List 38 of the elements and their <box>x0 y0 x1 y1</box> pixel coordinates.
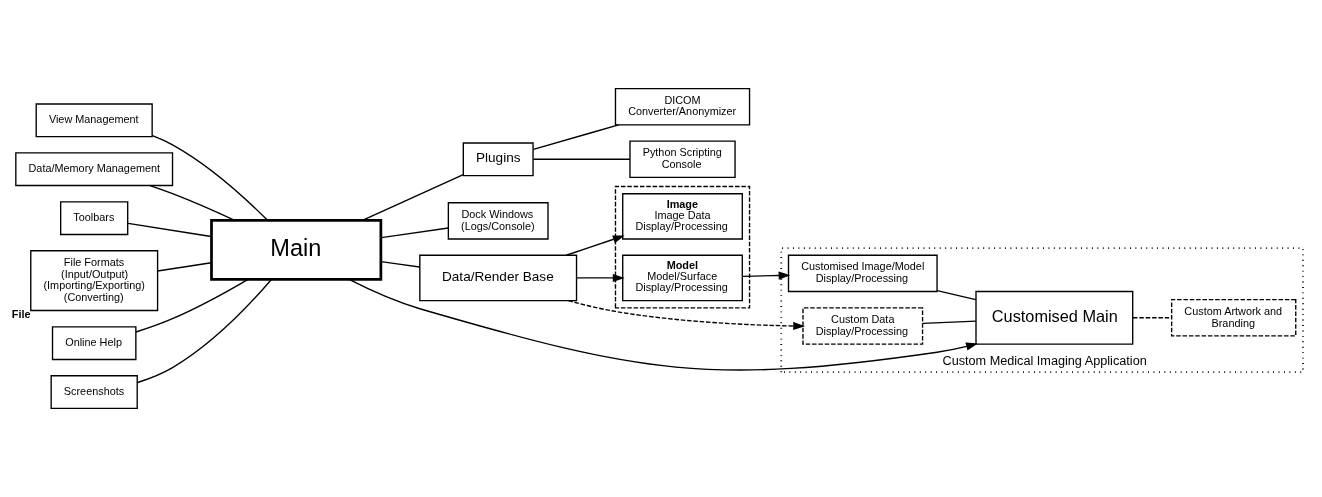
connector <box>936 289 977 301</box>
node-label: File <box>11 308 31 321</box>
node-box: Screenshots <box>50 375 138 410</box>
node-box: Image Image Data Display/Processing <box>622 193 743 240</box>
connector <box>1132 317 1173 319</box>
connector <box>922 320 977 325</box>
node-box: Data/Memory Management <box>15 152 174 187</box>
node-box: Custom Artwork and Branding <box>1170 299 1297 337</box>
connector <box>149 184 236 222</box>
connector <box>151 134 269 221</box>
connector <box>532 158 631 160</box>
arrow <box>348 278 978 371</box>
arrow <box>576 273 625 283</box>
node-box: File Formats (Input/Output) (Importing/Exporting) (Converting) <box>30 250 159 312</box>
node-box: Online Help <box>51 326 137 361</box>
connector <box>135 278 249 333</box>
connector <box>136 278 273 384</box>
connector <box>361 174 464 221</box>
connector <box>532 124 620 151</box>
connector <box>380 260 421 268</box>
node-box: Dock Windows (Logs/Console) <box>447 202 549 240</box>
connector <box>156 262 212 272</box>
arrow <box>567 299 805 331</box>
node-box: Toolbars <box>60 201 129 236</box>
arrow <box>741 271 791 280</box>
connector <box>380 227 449 239</box>
node-box: Customised Image/Model Display/Processing <box>787 254 938 293</box>
arrow <box>565 235 625 256</box>
connector <box>127 222 212 238</box>
node-box: Data/Render Base <box>419 254 578 302</box>
node-box: View Management <box>35 103 153 138</box>
node-box: Python Scripting Console <box>629 140 736 179</box>
node-box: Main <box>210 219 383 281</box>
node-box: Customised Main <box>975 290 1134 345</box>
node-box: DICOM Converter/Anonymizer <box>614 87 751 126</box>
node-box: Model Model/Surface Display/Processing <box>622 254 743 302</box>
node-box: Plugins <box>462 142 534 177</box>
node-box: Custom Data Display/Processing <box>802 307 924 345</box>
